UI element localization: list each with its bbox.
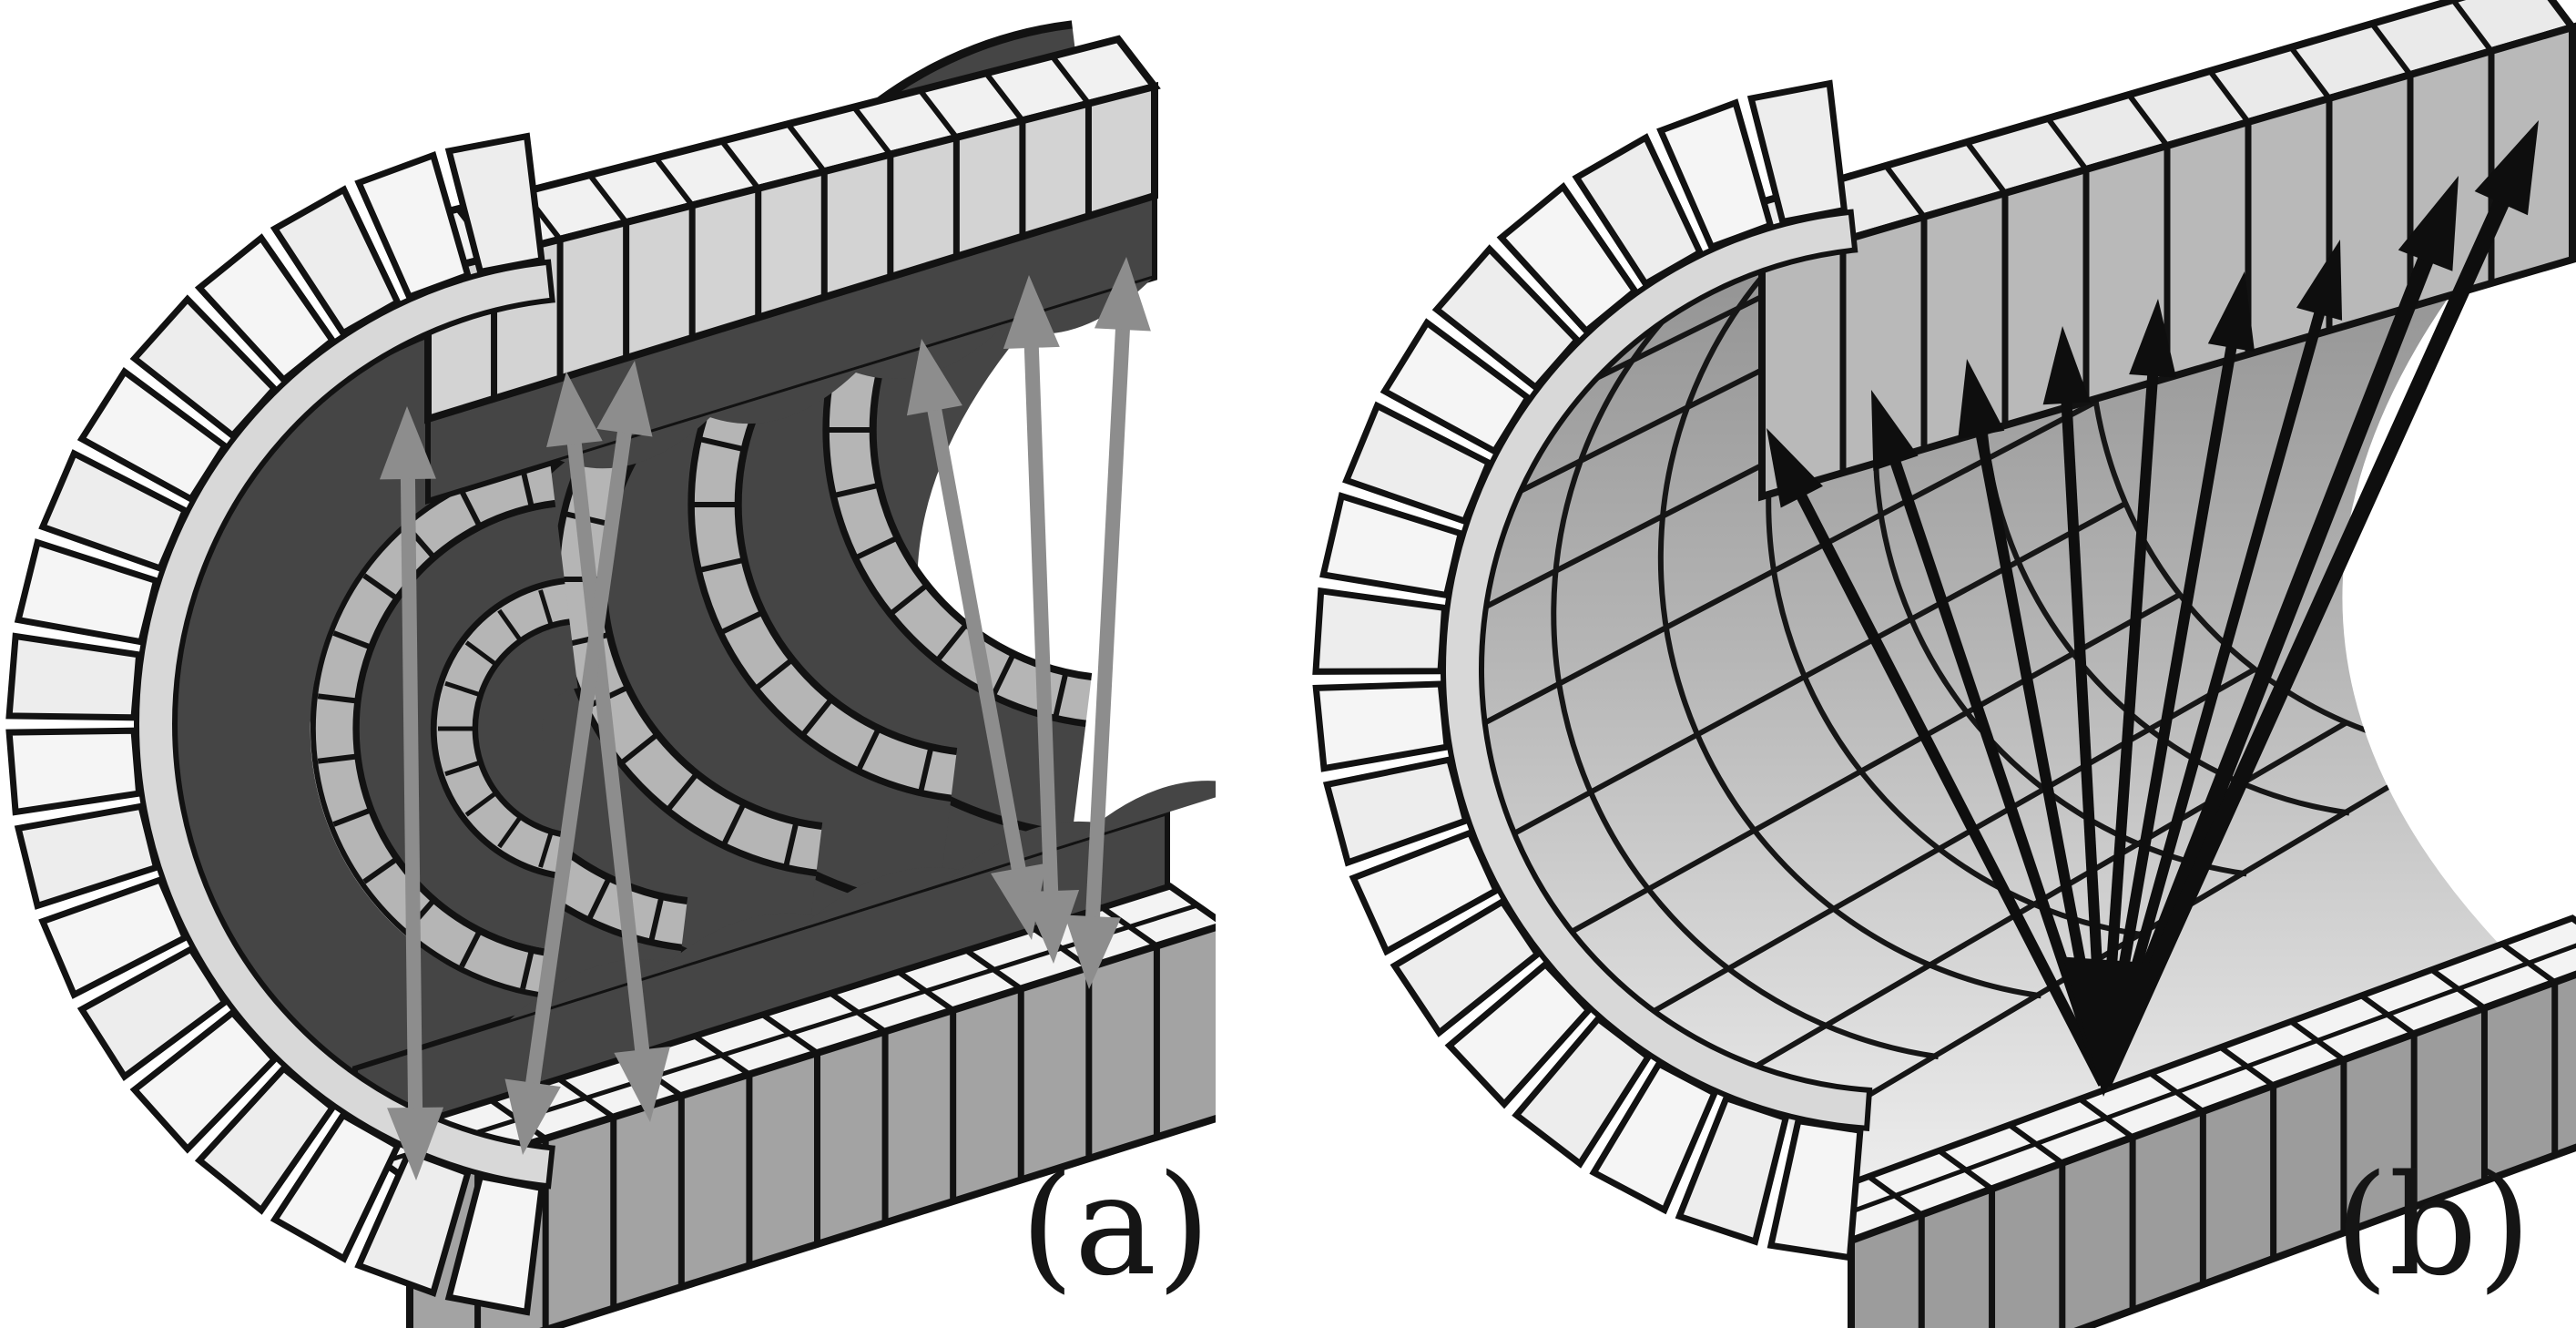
lor-arrows-3d: [1767, 120, 2539, 1097]
lor-arrows-2d: [379, 257, 1151, 1180]
panel-a-label: (a): [1020, 1145, 1210, 1306]
panel-b-scanner-no-septa: [1312, 0, 2576, 1328]
detector-block-ring-b: [1312, 79, 1873, 1262]
panel-b-label: (b): [2335, 1145, 2531, 1306]
panel-a-scanner-with-septa: [5, 20, 1216, 1328]
detector-block-ring-a: [5, 132, 555, 1316]
top-detector-row-a: [385, 35, 1161, 424]
